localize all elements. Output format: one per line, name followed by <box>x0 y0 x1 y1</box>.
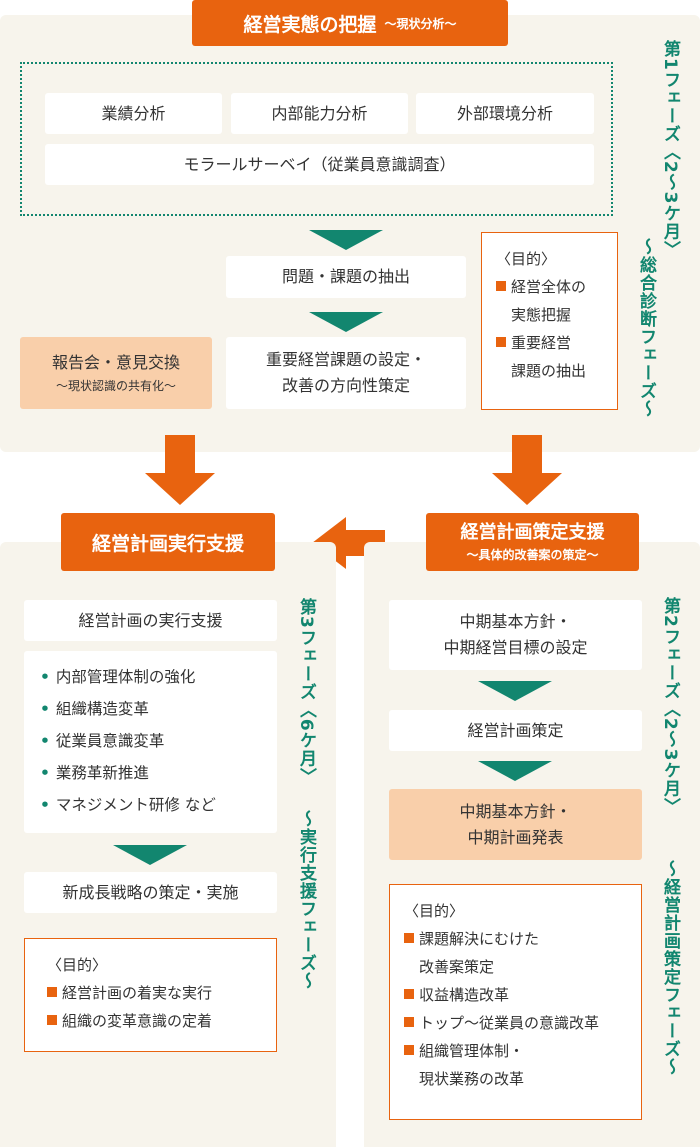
flow-arrow-down <box>113 845 187 865</box>
square-bullet-icon <box>47 1015 57 1025</box>
midterm-announcement: 中期基本方針・ 中期計画発表 <box>389 789 642 860</box>
morale-survey: モラールサーベイ（従業員意識調査） <box>45 144 594 185</box>
midterm-announcement-line2: 中期計画発表 <box>467 827 564 847</box>
phase2-header-title: 経営計画策定支援 <box>460 522 605 543</box>
flow-arrow-down <box>309 312 383 332</box>
purpose-item-cont: 現状業務の改革 <box>419 1070 525 1088</box>
set-key-issues-line2: 改善の方向性策定 <box>281 376 410 395</box>
purpose-title: 〈目的〉 <box>404 902 465 920</box>
dot-bullet-icon: • <box>40 764 50 782</box>
list-item: •組織構造変革 <box>40 700 149 718</box>
list-item: •マネジメント研修 など <box>40 796 216 814</box>
set-key-issues-line1: 重要経営課題の設定・ <box>265 350 426 369</box>
extract-issues: 問題・課題の抽出 <box>226 256 466 298</box>
phase2-header-sub: ～具体的改善案の策定～ <box>466 548 599 562</box>
phase1-header-sub: ～現状分析～ <box>384 16 457 31</box>
purpose-item-cont: 課題の抽出 <box>511 362 587 380</box>
phase2-label-main: 第2フェーズ〈2～3ケ月〉 <box>660 597 680 816</box>
phase1-label-main: 第1フェーズ〈2～3ケ月〉 <box>660 40 680 259</box>
square-bullet-icon <box>404 989 414 999</box>
phase2-header: 経営計画策定支援 ～具体的改善案の策定～ <box>426 513 639 571</box>
purpose-item: 重要経営 <box>496 329 607 357</box>
purpose-item-cont: 改善案策定 <box>419 958 495 976</box>
flow-arrow-down <box>309 230 383 250</box>
square-bullet-icon <box>47 987 57 997</box>
arrow-down-to-phase2 <box>492 435 562 505</box>
plan-formulation: 経営計画策定 <box>389 710 642 751</box>
report-meeting-sub: ～現状認識の共有化～ <box>55 379 176 393</box>
list-item: •従業員意識変革 <box>40 732 165 750</box>
dot-bullet-icon: • <box>40 668 50 686</box>
dot-bullet-icon: • <box>40 732 50 750</box>
purpose-title: 〈目的〉 <box>47 956 108 974</box>
phase1-header: 経営実態の把握 ～現状分析～ <box>192 0 508 46</box>
purpose-title: 〈目的〉 <box>496 250 557 268</box>
new-growth-strategy: 新成長戦略の策定・実施 <box>24 872 277 913</box>
midterm-policy-line2: 中期経営目標の設定 <box>443 638 588 657</box>
purpose-item: 組織管理体制・ <box>404 1037 631 1065</box>
phase1-label-sub: ～総合診断フェーズ～ <box>636 238 656 418</box>
dot-bullet-icon: • <box>40 796 50 814</box>
square-bullet-icon <box>404 1045 414 1055</box>
exec-support: 経営計画の実行支援 <box>24 600 277 641</box>
report-meeting: 報告会・意見交換 ～現状認識の共有化～ <box>20 337 212 409</box>
purpose-item: 経営全体の <box>496 273 607 301</box>
purpose-item: 経営計画の着実な実行 <box>47 979 266 1007</box>
phase3-label-sub: ～実行支援フェーズ～ <box>296 810 316 990</box>
phase1-purpose: 〈目的〉 経営全体の 実態把握 重要経営 課題の抽出 <box>481 232 618 410</box>
list-item: •業務革新推進 <box>40 764 149 782</box>
analysis-item-performance: 業績分析 <box>45 93 222 134</box>
analysis-group <box>20 62 613 216</box>
arrow-down-to-phase3 <box>145 435 215 505</box>
list-item: •内部管理体制の強化 <box>40 668 196 686</box>
phase1-header-title: 経営実態の把握 <box>243 13 377 36</box>
analysis-item-internal: 内部能力分析 <box>231 93 408 134</box>
phase3-label-main: 第3フェーズ〈6ケ月〉 <box>296 598 316 786</box>
midterm-policy-line1: 中期基本方針・ <box>459 612 572 631</box>
flow-arrow-down <box>478 761 552 781</box>
phase2-label-sub: ～経営計画策定フェーズ～ <box>660 860 680 1076</box>
phase3-header: 経営計画実行支援 <box>61 513 275 571</box>
square-bullet-icon <box>496 337 506 347</box>
report-meeting-title: 報告会・意見交換 <box>51 353 180 372</box>
square-bullet-icon <box>404 933 414 943</box>
flow-arrow-down <box>478 681 552 701</box>
midterm-announcement-line1: 中期基本方針・ <box>459 801 572 821</box>
phase2-purpose: 〈目的〉 課題解決にむけた 改善案策定 収益構造改革 トップ～従業員の意識改革 … <box>389 884 642 1120</box>
square-bullet-icon <box>496 281 506 291</box>
phase3-purpose: 〈目的〉 経営計画の着実な実行 組織の変革意識の定着 <box>24 938 277 1052</box>
purpose-item-cont: 実態把握 <box>511 306 572 324</box>
square-bullet-icon <box>404 1017 414 1027</box>
purpose-item: 課題解決にむけた <box>404 925 631 953</box>
analysis-item-external: 外部環境分析 <box>416 93 594 134</box>
midterm-policy: 中期基本方針・ 中期経営目標の設定 <box>389 600 642 670</box>
purpose-item: トップ～従業員の意識改革 <box>404 1009 631 1037</box>
set-key-issues: 重要経営課題の設定・ 改善の方向性策定 <box>226 337 466 409</box>
purpose-item: 収益構造改革 <box>404 981 631 1009</box>
purpose-item: 組織の変革意識の定着 <box>47 1007 266 1035</box>
dot-bullet-icon: • <box>40 700 50 718</box>
exec-items-list: •内部管理体制の強化 •組織構造変革 •従業員意識変革 •業務革新推進 •マネジ… <box>24 651 277 833</box>
